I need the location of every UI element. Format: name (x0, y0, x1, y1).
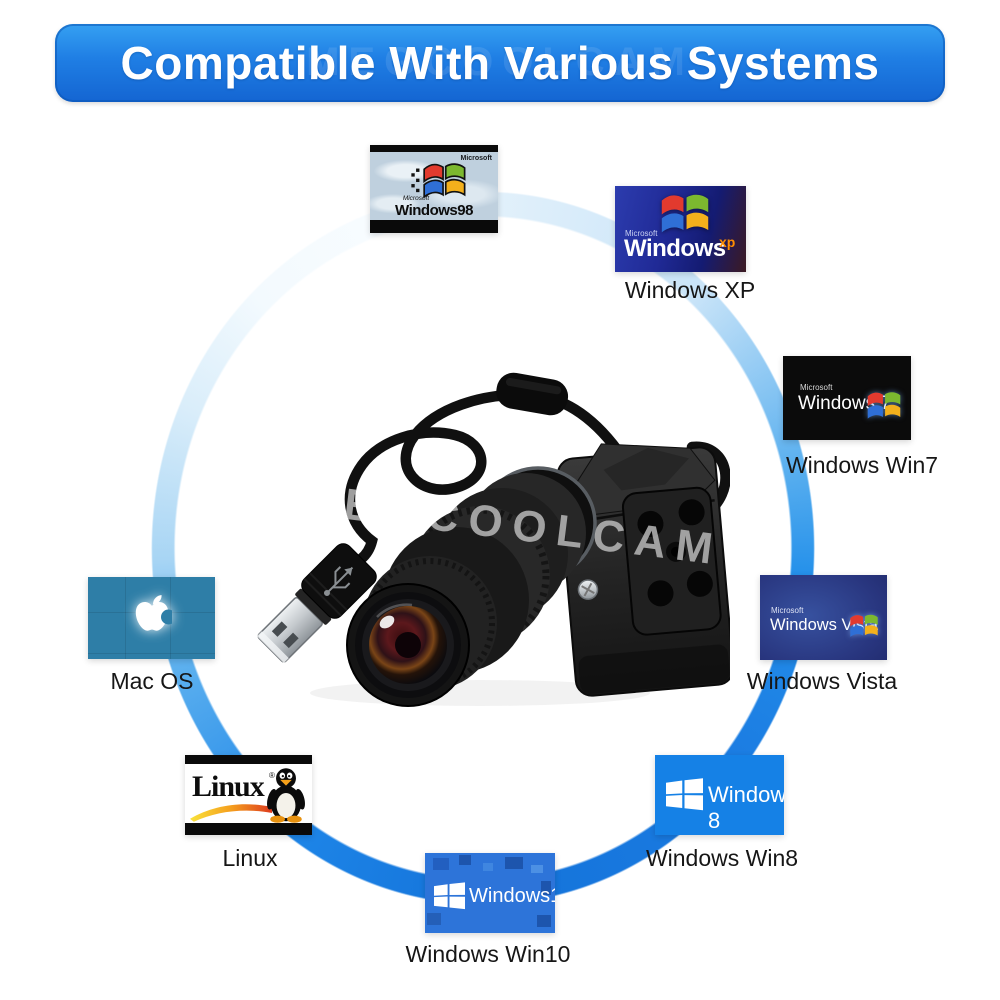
apple-logo-icon (135, 595, 172, 631)
title-banner: MEGCOOLCAM Compatible With Various Syste… (55, 24, 945, 102)
tux-penguin-icon (267, 768, 305, 823)
camera-body (556, 443, 730, 697)
os-tile-windows-10: Windows10 (425, 853, 555, 933)
divider (370, 145, 498, 152)
windows-xp-flag-icon (657, 189, 713, 237)
windows-aero-flag-icon (865, 388, 903, 422)
label-mac-os: Mac OS (110, 668, 194, 694)
ferrite-bead (496, 372, 569, 416)
windows-flat-flag-icon (666, 778, 703, 811)
page-title: Compatible With Various Systems (120, 37, 880, 89)
microsoft-wordmark: Microsoft (800, 383, 833, 392)
windows-aero-flag-icon (848, 611, 880, 640)
os-name: Windows (624, 235, 726, 262)
screw (577, 579, 599, 600)
label-windows-xp: Windows XP (624, 277, 756, 303)
win98-wordmark: Microsoft Windows98 (370, 194, 498, 220)
camera-photo (256, 372, 730, 707)
divider (185, 755, 312, 764)
os-name: Linux (192, 770, 265, 803)
label-windows-win8: Windows Win8 (645, 845, 799, 871)
os-tile-windows-7: Microsoft Windows 7 (783, 356, 911, 440)
xp-edition-mark: xp (719, 234, 736, 250)
lens (346, 466, 597, 707)
label-windows-win10: Windows Win10 (405, 941, 571, 967)
os-name: Windows98 (395, 202, 473, 219)
os-tile-windows-xp: Microsoft Windows xp (615, 186, 746, 272)
registered-mark: ® (269, 771, 275, 780)
os-tile-windows98: Microsoft Microsoft Windows98 (370, 145, 498, 233)
mount-plate (621, 486, 722, 636)
divider (185, 823, 312, 835)
os-name: Windows 7 (798, 393, 891, 414)
microsoft-wordmark: Microsoft (771, 606, 804, 615)
microsoft-wordmark: Microsoft (460, 155, 493, 162)
os-tile-windows-vista: Microsoft Windows Vista (760, 575, 887, 660)
win98-sky-background (370, 152, 498, 220)
os-tile-mac-os (88, 577, 215, 659)
os-name: Windows10 (469, 885, 555, 907)
divider (370, 220, 498, 233)
os-name: Windows 8 (708, 782, 784, 833)
os-tile-windows-8: Windows 8 (655, 755, 784, 835)
os-tile-linux: Linux ® (185, 755, 312, 835)
label-windows-vista: Windows Vista (746, 668, 898, 694)
windows-flat-flag-icon (434, 882, 465, 910)
label-windows-win7: Windows Win7 (785, 452, 939, 478)
usb-plug (256, 543, 377, 664)
microsoft-wordmark: Microsoft (402, 194, 430, 202)
microsoft-wordmark: Microsoft (625, 229, 658, 238)
label-linux: Linux (222, 845, 278, 871)
linux-swoosh (189, 804, 273, 822)
